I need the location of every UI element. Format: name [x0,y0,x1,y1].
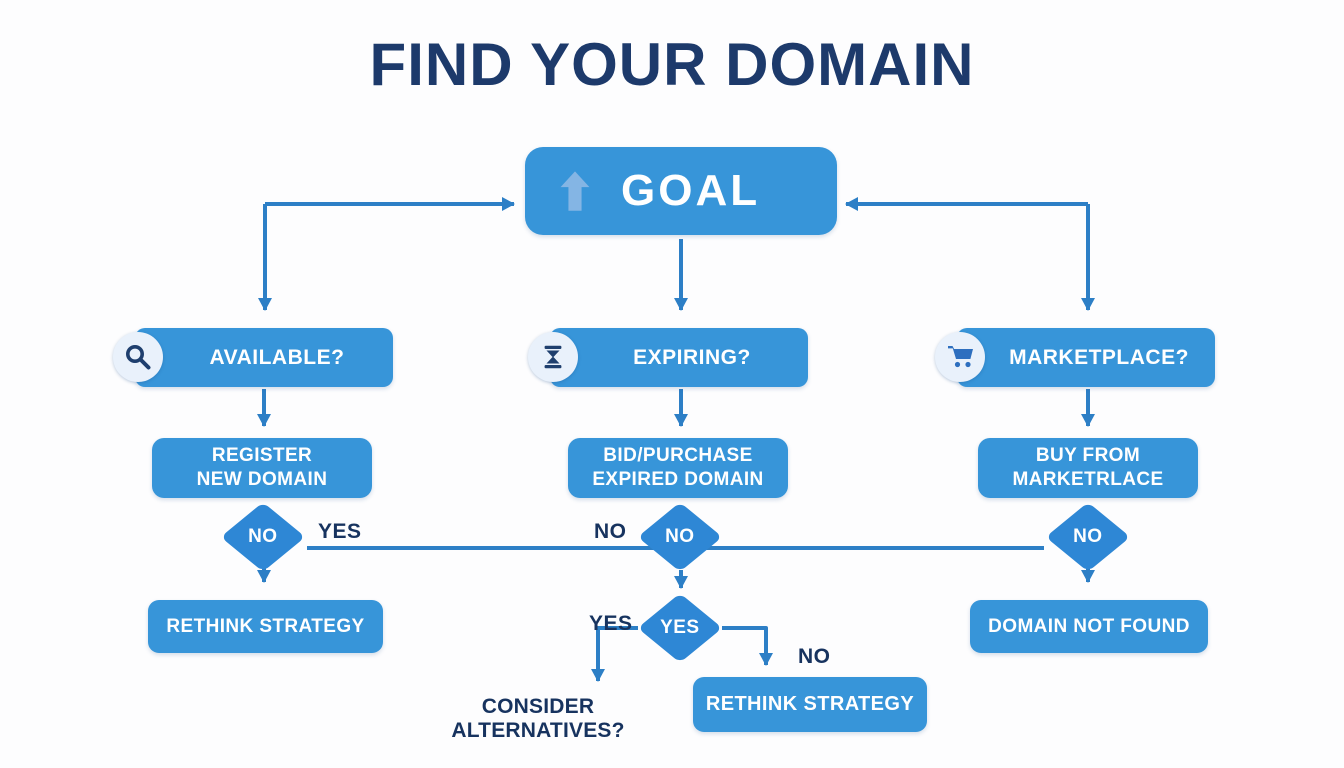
question-available: AVAILABLE? [113,328,393,387]
outcome-rethink-strategy-left: RETHINK STRATEGY [148,600,383,653]
question-marketplace-label: MARKETPLACE? [1009,345,1189,369]
hourglass-icon [544,345,562,369]
goal-label: GOAL [621,166,761,215]
search-icon-circle [113,332,163,382]
edge-label-yes-left: YES [318,520,362,543]
edge-label-no-middle: NO [594,520,627,543]
action-line: BID/PURCHASE [603,445,753,467]
action-buy-from-marketplace: BUY FROM MARKETRLACE [978,438,1198,498]
page-title: FIND YOUR DOMAIN [369,31,975,98]
hourglass-icon-circle [528,332,578,382]
edge-label-yes-bottom: YES [589,612,633,635]
action-line: EXPIRED DOMAIN [592,469,764,490]
decision-label: NO [1073,525,1103,548]
action-line: REGISTER [211,445,313,467]
question-expiring: EXPIRING? [528,328,808,387]
goal-node: GOAL [525,147,837,235]
cart-icon [948,346,973,368]
outcome-rethink-strategy-bottom: RETHINK STRATEGY [693,677,927,732]
edge-label-no-bottom: NO [798,645,831,668]
decision-label: YES [660,616,700,639]
action-register-new-domain: REGISTER NEW DOMAIN [152,438,372,498]
question-expiring-label: EXPIRING? [633,345,751,369]
edge-no-to-rethink-bottom [722,626,773,666]
search-icon [126,345,151,370]
edge-yes-to-alternatives [591,626,638,682]
arrow-up-icon [560,171,590,211]
action-bid-purchase: BID/PURCHASE EXPIRED DOMAIN [568,438,788,498]
outcome-consider-alternatives: CONSIDER ALTERNATIVES? [451,695,625,742]
cart-icon-circle [935,332,985,382]
action-line: BUY FROM [1035,445,1141,467]
decision-label: NO [665,525,695,548]
question-marketplace: MARKETPLACE? [935,328,1215,387]
outcome-domain-not-found: DOMAIN NOT FOUND [970,600,1208,653]
action-line: NEW DOMAIN [196,469,328,490]
action-line: MARKETRLACE [1012,469,1164,490]
question-available-label: AVAILABLE? [209,345,345,369]
decision-label: NO [248,525,278,548]
